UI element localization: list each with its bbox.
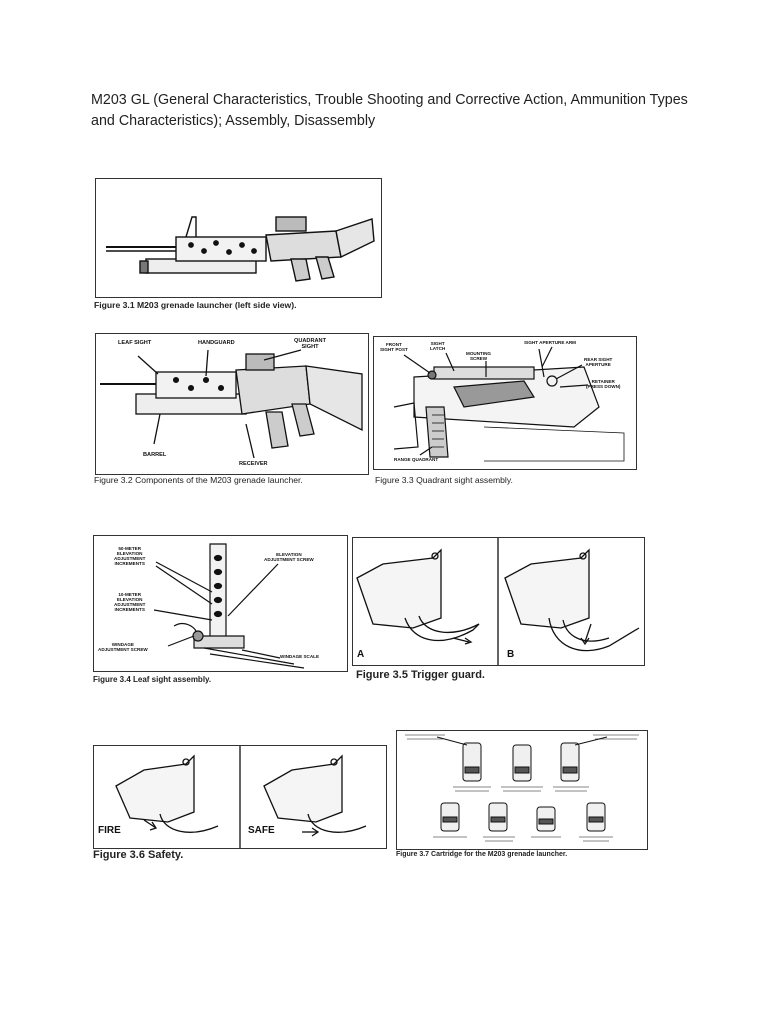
label-50-meter-increments: 50-METER ELEVATION ADJUSTMENT INCREMENTS <box>114 546 146 566</box>
label-elevation-adjustment-screw: ELEVATION ADJUSTMENT SCREW <box>264 552 314 562</box>
label-sight-latch: SIGHT LATCH <box>430 341 446 351</box>
label-receiver: RECEIVER <box>239 461 268 467</box>
label-safe: SAFE <box>248 825 275 836</box>
figure-3-7-caption: Figure 3.7 Cartridge for the M203 grenad… <box>396 851 568 858</box>
label-panel-b: B <box>507 649 515 660</box>
figure-3-7-image <box>396 730 648 850</box>
label-mounting-screw: MOUNTING SCREW <box>466 351 492 361</box>
label-barrel: BARREL <box>143 452 167 458</box>
label-rear-sight-aperture: REAR SIGHT APERTURE <box>584 357 613 367</box>
figure-3-6-caption: Figure 3.6 Safety. <box>93 849 184 861</box>
label-quadrant-sight: QUADRANT SIGHT <box>294 338 327 350</box>
cartridge-illustration <box>405 734 639 842</box>
components-illustration <box>100 349 363 459</box>
label-panel-a: A <box>357 649 365 660</box>
figure-3-4-image: 50-METER ELEVATION ADJUSTMENT INCREMENTS… <box>93 535 348 672</box>
figure-3-4-caption: Figure 3.4 Leaf sight assembly. <box>93 675 212 684</box>
figure-3-1-caption: Figure 3.1 M203 grenade launcher (left s… <box>94 300 297 310</box>
label-leaf-sight: LEAF SIGHT <box>118 340 152 346</box>
label-handguard: HANDGUARD <box>198 340 235 346</box>
figure-3-3-image: FRONT SIGHT POST SIGHT LATCH MOUNTING SC… <box>373 336 637 470</box>
figure-3-2-image: LEAF SIGHT HANDGUARD QUADRANT SIGHT BARR… <box>95 333 369 475</box>
figure-3-5-image: A B <box>352 537 645 666</box>
label-front-sight-post: FRONT SIGHT POST <box>380 342 408 352</box>
label-windage-scale: WINDAGE SCALE <box>280 654 320 659</box>
label-range-quadrant: RANGE QUADRANT <box>394 457 439 462</box>
label-windage-adjustment-screw: WINDAGE ADJUSTMENT SCREW <box>98 642 148 652</box>
label-sight-aperture-arm: SIGHT APERTURE ARM <box>524 340 576 345</box>
label-fire: FIRE <box>98 825 121 836</box>
rifle-left-side-illustration <box>106 216 375 282</box>
figure-3-2-caption: Figure 3.2 Components of the M203 grenad… <box>94 475 303 485</box>
figure-3-3-caption: Figure 3.3 Quadrant sight assembly. <box>375 475 513 485</box>
leaf-sight-illustration <box>153 543 305 669</box>
trigger-guard-illustration <box>356 538 640 665</box>
safety-illustration <box>115 746 367 848</box>
document-heading: M203 GL (General Characteristics, Troubl… <box>91 92 688 129</box>
figure-3-6-image: FIRE SAFE <box>93 745 387 849</box>
label-10-meter-increments: 10-METER ELEVATION ADJUSTMENT INCREMENTS <box>114 592 146 612</box>
quadrant-sight-illustration <box>393 346 625 462</box>
figure-3-1-image <box>95 178 382 298</box>
figure-3-5-caption: Figure 3.5 Trigger guard. <box>356 669 485 681</box>
label-retainer: RETAINER (PRESS DOWN) <box>586 379 621 389</box>
